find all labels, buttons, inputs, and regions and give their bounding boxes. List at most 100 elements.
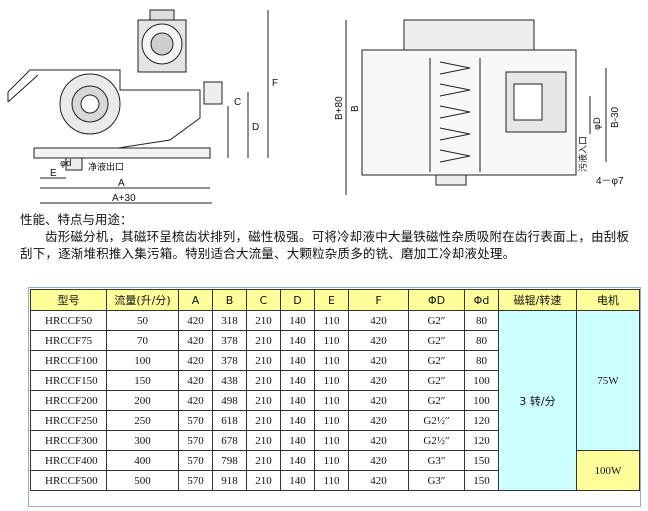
table-cell: 110 xyxy=(314,450,349,471)
table-cell: 420 xyxy=(178,390,213,411)
table-row: HRCCF400 400 570 798 210 140 110 420 G3″… xyxy=(30,450,640,491)
table-cell: 140 xyxy=(280,470,315,491)
table-cell: 420 xyxy=(178,330,213,351)
side-view-drawing xyxy=(7,9,269,204)
table-cell: 420 xyxy=(178,370,213,391)
table-cell: 200 xyxy=(106,390,179,411)
table-cell: 140 xyxy=(280,330,315,351)
clean-outlet-label: 净液出口 xyxy=(88,161,124,173)
table-cell: G2″ xyxy=(408,370,465,391)
table-cell: 110 xyxy=(314,430,349,451)
motor-cell-100w: 100W xyxy=(576,450,640,491)
table-cell: 120 xyxy=(464,430,499,451)
model-cell: HRCCF75 xyxy=(30,330,107,351)
mount-holes-label: 4－φ7 xyxy=(596,176,624,187)
table-cell: 110 xyxy=(314,350,349,371)
speed-cell: 3 转/分 xyxy=(498,310,577,491)
table-cell: 70 xyxy=(106,330,179,351)
model-cell: HRCCF400 xyxy=(30,450,107,471)
table-cell: 210 xyxy=(246,310,281,331)
table-cell: 420 xyxy=(178,350,213,371)
top-view-drawing xyxy=(345,19,607,195)
table-cell: 140 xyxy=(280,410,315,431)
dim-phid-label: φD xyxy=(593,117,603,130)
dim-f-label: F xyxy=(272,78,278,89)
model-cell: HRCCF100 xyxy=(30,350,107,371)
table-cell: 100 xyxy=(464,390,499,411)
table-cell: G2″ xyxy=(408,330,465,351)
table-cell: 140 xyxy=(280,390,315,411)
dim-a-label: A xyxy=(118,178,125,189)
table-cell: 210 xyxy=(246,470,281,491)
dim-b30-label: B-30 xyxy=(610,106,621,128)
table-cell: 420 xyxy=(348,390,409,411)
header-cell: C xyxy=(246,289,281,311)
table-cell: 210 xyxy=(246,330,281,351)
table-cell: 120 xyxy=(464,410,499,431)
table-cell: 150 xyxy=(106,370,179,391)
table-cell: 140 xyxy=(280,350,315,371)
table-cell: 618 xyxy=(212,410,247,431)
table-cell: 798 xyxy=(212,450,247,471)
table-cell: 500 xyxy=(106,470,179,491)
table-cell: 50 xyxy=(106,310,179,331)
technical-drawings: φd 净液出口 E A A+30 C D F B+80 B B-30 φD 污液… xyxy=(7,9,624,204)
table-frame xyxy=(28,287,641,507)
header-cell: E xyxy=(314,289,349,311)
table-cell: 420 xyxy=(348,370,409,391)
table-row: HRCCF50 50 420 318 210 140 110 420 G2″ 8… xyxy=(30,310,640,491)
table-cell: 100 xyxy=(464,370,499,391)
table-cell: 420 xyxy=(348,450,409,471)
table-row: HRCCF100 100 420 378 210 140 110 420 G2″… xyxy=(30,350,640,371)
table-row: HRCCF200 200 420 498 210 140 110 420 G2″… xyxy=(30,390,640,411)
table-cell: 678 xyxy=(212,430,247,451)
header-cell: 磁辊/转速 xyxy=(498,289,577,311)
table-cell: 210 xyxy=(246,350,281,371)
table-cell: G3″ xyxy=(408,450,465,471)
model-cell: HRCCF200 xyxy=(30,390,107,411)
dim-e-label: E xyxy=(50,168,57,179)
table-cell: 420 xyxy=(348,330,409,351)
table-cell: G2½″ xyxy=(408,430,465,451)
dim-b80-label: B+80 xyxy=(334,96,345,120)
outlet-diameter-label: φd xyxy=(60,159,72,169)
model-cell: HRCCF250 xyxy=(30,410,107,431)
table-cell: 210 xyxy=(246,450,281,471)
dim-a30-label: A+30 xyxy=(112,193,136,204)
table-cell: 420 xyxy=(348,430,409,451)
table-cell: G2½″ xyxy=(408,410,465,431)
table-cell: 80 xyxy=(464,330,499,351)
header-cell: D xyxy=(280,289,315,311)
table-cell: 110 xyxy=(314,370,349,391)
table-cell: 150 xyxy=(464,470,499,491)
table-row: HRCCF500 500 570 918 210 140 110 420 G3″… xyxy=(30,470,640,491)
table-cell: 300 xyxy=(106,430,179,451)
header-cell: F xyxy=(348,289,409,311)
table-cell: 570 xyxy=(178,410,213,431)
dim-b-label: B xyxy=(350,105,361,112)
header-cell: 型号 xyxy=(30,289,107,311)
spec-table: 型号 流量(升/分) A B C D E F ΦD Φd 磁辊/转速 电机 HR… xyxy=(30,289,640,491)
table-cell: 250 xyxy=(106,410,179,431)
motor-cell-75w: 75W xyxy=(576,310,640,451)
header-cell: 流量(升/分) xyxy=(106,289,179,311)
header-cell: ΦD xyxy=(408,289,465,311)
table-cell: 80 xyxy=(464,350,499,371)
table-cell: G2″ xyxy=(408,390,465,411)
header-cell: 电机 xyxy=(576,289,640,311)
table-cell: 140 xyxy=(280,370,315,391)
header-cell: B xyxy=(212,289,247,311)
table-cell: 140 xyxy=(280,310,315,331)
table-cell: 420 xyxy=(348,470,409,491)
model-cell: HRCCF150 xyxy=(30,370,107,391)
table-cell: 318 xyxy=(212,310,247,331)
table-cell: 400 xyxy=(106,450,179,471)
table-cell: 420 xyxy=(178,310,213,331)
table-cell: 918 xyxy=(212,470,247,491)
table-cell: 140 xyxy=(280,430,315,451)
features-heading: 性能、特点与用途： xyxy=(20,212,133,227)
table-cell: 210 xyxy=(246,410,281,431)
table-cell: 210 xyxy=(246,430,281,451)
table-cell: G2″ xyxy=(408,310,465,331)
table-cell: 570 xyxy=(178,450,213,471)
